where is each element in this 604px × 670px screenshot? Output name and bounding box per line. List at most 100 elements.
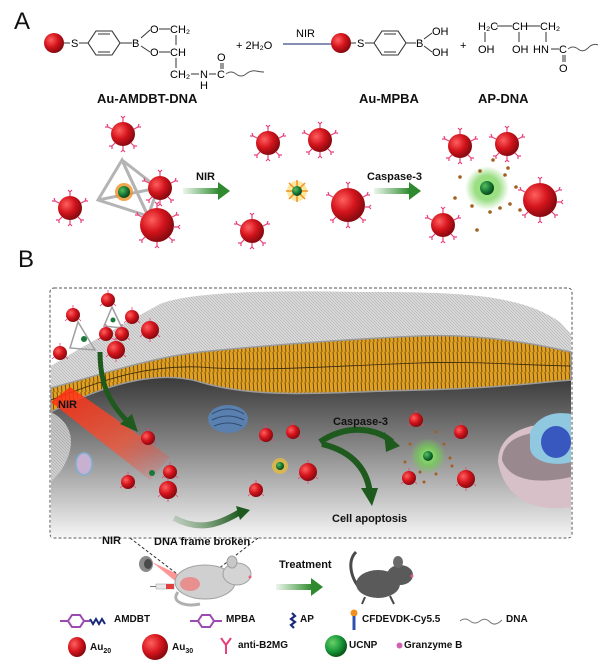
atom-oh-top: OH — [432, 26, 449, 38]
atom-o-bottom: O — [150, 47, 159, 59]
au30-nanoparticle — [325, 181, 372, 229]
cell-apoptosis-label: Cell apoptosis — [332, 513, 407, 525]
atom-ch2: CH₂ — [540, 21, 560, 33]
plus-sign: + — [460, 40, 466, 52]
dna-broken-arrow — [172, 509, 242, 529]
dna-strand-icon — [225, 70, 265, 77]
reaction-arrow-condition: NIR — [296, 28, 315, 40]
legend-label: Au30 — [172, 642, 193, 655]
gold-nanoparticle-icon — [331, 33, 351, 53]
au20-nanoparticle — [104, 115, 142, 153]
product2-structure: H₂C CH CH₂ OH OH HN C O — [478, 21, 599, 75]
process-illustration: NIR Caspase-3 — [51, 115, 564, 250]
nir-laser-beam — [51, 387, 170, 480]
anti-b2mg-icon — [220, 637, 232, 654]
golgi-organelle — [208, 405, 248, 433]
atom-ch2-bottom: CH₂ — [170, 69, 190, 81]
dna-broken-arrow-head — [236, 506, 250, 520]
au30-nanoparticle — [517, 176, 564, 224]
caspase-step-label: Caspase-3 — [367, 171, 422, 183]
cell-cytoplasm — [51, 377, 571, 537]
atom-oh-2: OH — [512, 44, 529, 56]
membrane-outer-surface — [51, 291, 571, 388]
atom-hn: HN — [533, 44, 549, 56]
au20-nanoparticle — [233, 212, 271, 250]
reactant-structure: S B O O CH₂ CH CH₂ N H C O — [44, 24, 265, 92]
legend-label: UCNP — [349, 640, 378, 651]
au20-nanoparticle — [301, 121, 339, 159]
legend-label: Granzyme B — [404, 640, 463, 651]
panel-b-letter: B — [18, 246, 35, 273]
zoom-line — [129, 537, 186, 581]
ucnp-core — [118, 186, 130, 198]
atom-s: S — [71, 38, 78, 50]
plus-water: + 2H₂O — [236, 40, 273, 52]
reactant-label: Au-AMDBT-DNA — [97, 91, 198, 106]
cell-nucleus-cutaway — [498, 413, 571, 509]
legend-label-text: Au — [90, 642, 104, 653]
au20-icon — [68, 637, 86, 657]
dna-icon — [459, 618, 503, 625]
ucnp-core — [480, 181, 494, 195]
legend: AMDBT MPBA AP CFDEVDK-Cy5.5 DNA A — [60, 609, 580, 663]
product1-label: Au-MPBA — [359, 91, 419, 106]
lipid-bilayer — [50, 334, 572, 414]
extracellular-complexes — [51, 289, 161, 363]
membrane-fold — [51, 412, 71, 482]
entry-arrow-head — [120, 414, 138, 432]
fluorescent-ucnp — [400, 409, 477, 492]
ap-icon — [289, 612, 297, 629]
mitochondrion-organelle — [75, 452, 93, 476]
atom-c: C — [217, 69, 225, 81]
dna-frame-broken-label: DNA frame broken — [154, 536, 250, 548]
dna-tetrahedron-assembly — [51, 115, 181, 249]
panel-a-letter: A — [14, 8, 31, 35]
legend-label-subscript: 20 — [103, 648, 112, 655]
healthy-mouse-icon — [349, 550, 414, 605]
au20-nanoparticle — [424, 206, 462, 244]
product2-label: AP-DNA — [478, 91, 529, 106]
legend-label: AP — [300, 614, 314, 625]
legend-label-subscript: 30 — [185, 648, 194, 655]
apoptosis-arrow — [321, 441, 373, 495]
cell-illustration: NIR DNA frame broken — [49, 287, 573, 607]
atom-h: H — [200, 80, 208, 92]
atom-h2c: H₂C — [478, 21, 498, 33]
nir-process-arrow — [183, 182, 230, 200]
atom-o-carbonyl: O — [559, 63, 568, 75]
granzyme-b-icon — [396, 642, 403, 649]
treatment-label: Treatment — [279, 559, 332, 571]
legend-label: anti-B2MG — [238, 640, 288, 651]
ucnp-with-peptides — [286, 180, 308, 202]
atom-o-carbonyl: O — [217, 52, 226, 64]
cfdevdk-cy55-icon — [350, 609, 358, 630]
apoptosis-arrow-head — [361, 488, 378, 506]
au20-nanoparticle — [141, 169, 179, 207]
mouse-nir-label: NIR — [102, 535, 121, 547]
mpba-icon — [190, 614, 222, 628]
released-components — [247, 421, 319, 498]
syringe-icon — [150, 583, 175, 590]
au20-nanoparticle — [488, 125, 526, 163]
ucnp-icon — [325, 635, 347, 657]
au20-nanoparticle — [51, 189, 89, 227]
atom-n: N — [200, 69, 208, 81]
treatment-arrow — [276, 578, 323, 596]
intracellular-complex — [119, 427, 179, 503]
atom-o-top: O — [150, 24, 159, 36]
gold-nanoparticle-icon — [44, 33, 64, 53]
legend-label: DNA — [506, 614, 528, 625]
dna-strand-icon — [567, 43, 599, 52]
mouse-diagram: NIR Treatment — [102, 535, 414, 607]
au30-icon — [142, 634, 168, 660]
legend-label-text: Au — [172, 642, 186, 653]
caspase-arrow-head — [384, 432, 400, 452]
product1-structure: S B OH OH — [331, 26, 449, 59]
au20-nanoparticle — [249, 124, 287, 162]
legend-label: MPBA — [226, 614, 256, 625]
cleaved-state — [424, 125, 564, 244]
caspase-process-arrow — [374, 182, 421, 200]
atom-b: B — [416, 38, 423, 50]
benzene-ring-icon — [87, 30, 121, 56]
atom-ch: CH — [170, 47, 186, 59]
